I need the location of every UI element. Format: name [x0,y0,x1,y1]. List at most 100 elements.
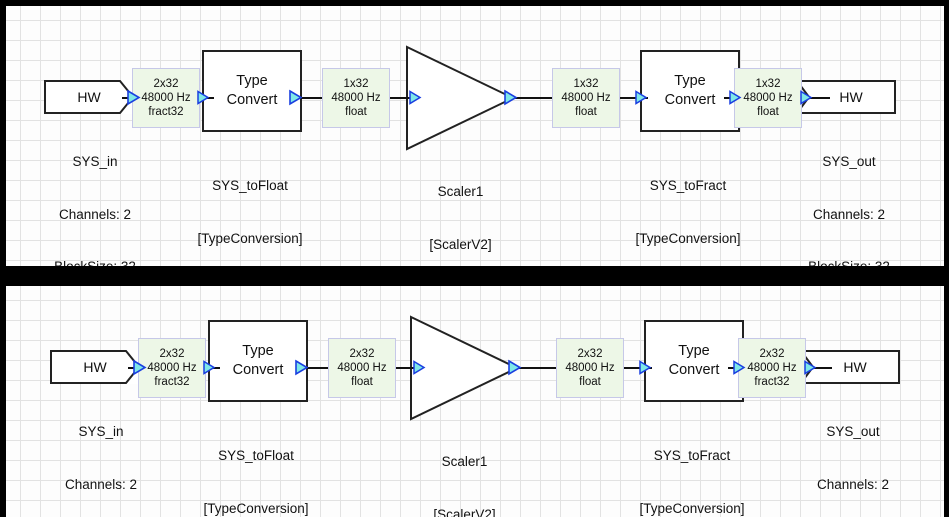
signal-dtype: fract32 [154,376,190,388]
caption-line: Channels: 2 [58,206,132,222]
block-sys-in-label: HW [77,89,101,105]
port-in-toFloat[interactable] [196,90,210,105]
block-label-line1: Type [242,343,274,359]
port-out-scaler1[interactable] [502,89,518,106]
signal-dims: 2x32 [153,78,179,90]
caption-line: SYS_toFract [649,178,727,193]
signal-rate: 48000 Hz [565,362,615,374]
block-sys-tofloat[interactable]: Type Convert [202,50,302,132]
panel-divider [0,266,949,286]
signal-label-3[interactable]: 2x32 48000 Hz float [556,338,624,398]
block-label-line2: Convert [664,92,716,108]
port-in-scaler1[interactable] [412,360,426,375]
signal-label-1[interactable]: 2x32 48000 Hz fract32 [132,68,200,128]
signal-label-4[interactable]: 1x32 48000 Hz float [734,68,802,128]
port-in-toFract[interactable] [638,360,652,375]
signal-label-1[interactable]: 2x32 48000 Hz fract32 [138,338,206,398]
port-in-sys-out[interactable] [799,90,813,105]
signal-dtype: float [575,106,597,118]
signal-label-3[interactable]: 1x32 48000 Hz float [552,68,620,128]
left-edge-bar [0,0,6,517]
caption-sys-out: SYS_out Channels: 2 BlockSize: 32 Sample… [758,388,944,517]
block-sys-in[interactable]: HW [50,350,140,384]
caption-line: [ScalerV2] [429,236,492,252]
caption-line: [TypeConversion] [203,500,309,516]
caption-line: [TypeConversion] [635,230,741,246]
caption-line: Scaler1 [437,184,484,199]
signal-dims: 1x32 [573,78,599,90]
signal-dtype: float [351,376,373,388]
port-out-toFloat[interactable] [293,359,309,376]
caption-line: SYS_out [822,154,876,169]
caption-line: SYS_out [826,424,880,439]
block-sys-out[interactable]: HW [796,80,896,114]
caption-sys-tofract: SYS_toFract [TypeConversion] float --> f… [598,142,778,266]
hw-block-shape [50,350,140,384]
signal-rate: 48000 Hz [561,92,611,104]
caption-line: SYS_toFloat [212,178,288,193]
port-out-scaler1[interactable] [506,359,522,376]
signal-rate: 48000 Hz [331,92,381,104]
caption-sys-in: SYS_in Channels: 2 BlockSize: 32 Sample … [6,388,196,517]
signal-rate: 48000 Hz [743,92,793,104]
port-out-sys-in[interactable] [131,359,147,376]
signal-dtype: fract32 [754,376,790,388]
port-out-sys-in[interactable] [125,89,141,106]
caption-line: Scaler1 [441,454,488,469]
port-in-sys-out[interactable] [803,360,817,375]
caption-sys-tofloat: SYS_toFloat [TypeConversion] fract32 -->… [160,142,340,266]
right-edge-bar [944,0,949,517]
block-label-line2: Convert [668,362,720,378]
diagram-canvas-top[interactable]: HW SYS_in Channels: 2 BlockSize: 32 Samp… [6,6,944,266]
caption-line: BlockSize: 32 [754,258,944,266]
port-out-toFract[interactable] [728,90,742,105]
block-sys-in-label: HW [83,359,107,375]
diagram-canvas-bottom[interactable]: HW SYS_in Channels: 2 BlockSize: 32 Samp… [6,286,944,517]
caption-scaler1: Scaler1 [ScalerV2] gain: 0 dB smoothingT… [348,148,573,266]
caption-line: [ScalerV2] [433,506,496,517]
block-sys-out[interactable]: HW [800,350,900,384]
signal-rate: 48000 Hz [337,362,387,374]
caption-line: SYS_in [72,154,118,169]
signal-dtype: float [345,106,367,118]
signal-dims: 2x32 [349,348,375,360]
signal-label-2[interactable]: 2x32 48000 Hz float [328,338,396,398]
caption-line: Channels: 2 [64,476,138,492]
block-label-line2: Convert [226,92,278,108]
signal-dims: 2x32 [577,348,603,360]
block-sys-tofloat[interactable]: Type Convert [208,320,308,402]
port-in-scaler1[interactable] [408,90,422,105]
caption-sys-tofloat: SYS_toFloat [TypeConversion] fract32 -->… [166,412,346,517]
block-sys-tofract[interactable]: Type Convert [640,50,740,132]
block-sys-out-label: HW [839,89,863,105]
port-out-toFract[interactable] [732,360,746,375]
signal-dtype: fract32 [148,106,184,118]
signal-dtype: float [579,376,601,388]
signal-rate: 48000 Hz [141,92,191,104]
port-in-toFract[interactable] [634,90,648,105]
signal-rate: 48000 Hz [747,362,797,374]
caption-sys-tofract: SYS_toFract [TypeConversion] float --> f… [602,412,782,517]
signal-label-4[interactable]: 2x32 48000 Hz fract32 [738,338,806,398]
caption-sys-out: SYS_out Channels: 2 BlockSize: 32 Sample… [754,118,944,266]
block-label-line2: Convert [232,362,284,378]
signal-dims: 2x32 [159,348,185,360]
port-in-toFloat[interactable] [202,360,216,375]
signal-label-2[interactable]: 1x32 48000 Hz float [322,68,390,128]
caption-line: [TypeConversion] [639,500,745,516]
port-out-toFloat[interactable] [287,89,303,106]
top-edge-bar [0,0,949,6]
block-sys-in[interactable]: HW [44,80,134,114]
signal-dims: 1x32 [755,78,781,90]
signal-dtype: float [757,106,779,118]
caption-line: SYS_toFract [653,448,731,463]
block-sys-out-label: HW [843,359,867,375]
caption-line: SYS_toFloat [218,448,294,463]
block-sys-tofract[interactable]: Type Convert [644,320,744,402]
caption-line: SYS_in [78,424,124,439]
signal-rate: 48000 Hz [147,362,197,374]
caption-line: Channels: 2 [812,206,886,222]
block-label-line1: Type [236,73,268,89]
signal-dims: 1x32 [343,78,369,90]
